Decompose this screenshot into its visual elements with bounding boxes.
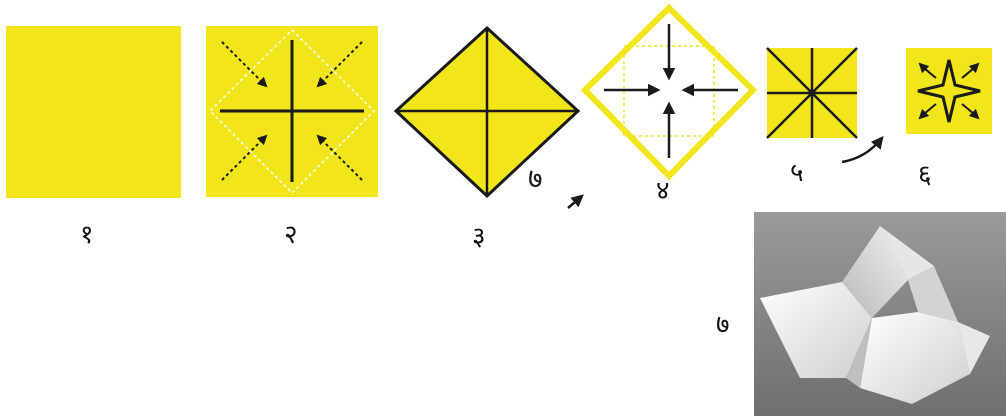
- step-2-square: [206, 26, 378, 197]
- step-label-3: ३: [472, 224, 486, 250]
- step-5-square: [767, 48, 857, 138]
- step-7-photo: [754, 212, 1006, 416]
- step-label-2: २: [284, 222, 298, 248]
- step-label-6: ६: [918, 162, 932, 188]
- step-label-7: ७: [716, 312, 730, 338]
- step-label-1: १: [80, 222, 94, 248]
- step-6-square: [906, 48, 992, 134]
- step-label-4: ४: [656, 178, 670, 204]
- step-4-diamond: [585, 8, 753, 176]
- arrow-icon: [842, 138, 882, 162]
- step-marker-before-4: ७: [528, 162, 543, 195]
- step-3-diamond: [396, 28, 578, 196]
- step-label-5: ५: [790, 160, 804, 186]
- arrow-icon: [568, 196, 582, 208]
- step-1-square: [6, 26, 181, 198]
